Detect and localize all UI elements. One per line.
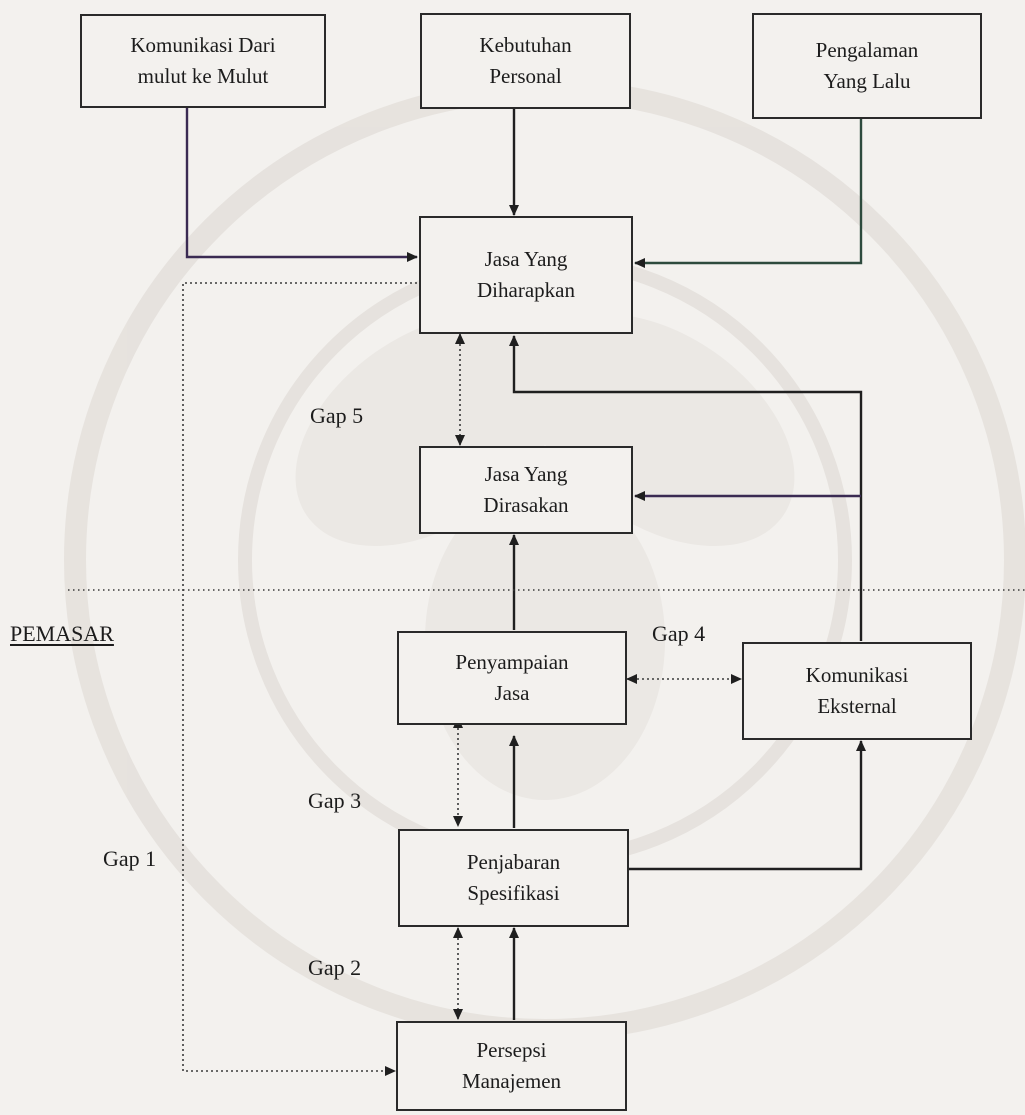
box-kebutuhan-personal-line1: Kebutuhan [479, 33, 572, 57]
box-komunikasi-eksternal: Komunikasi Eksternal [742, 642, 972, 740]
box-jasa-yang-diharapkan-line1: Jasa Yang [484, 247, 568, 271]
box-penyampaian-jasa-line1: Penyampaian [455, 650, 569, 674]
edge-pengalaman-to-jasa-diharapkan [634, 118, 863, 268]
box-komunikasi-dari-mulut-line2: mulut ke Mulut [137, 64, 269, 88]
box-penjabaran-spesifikasi: Penjabaran Spesifikasi [398, 829, 629, 927]
box-kebutuhan-personal: Kebutuhan Personal [420, 13, 631, 109]
box-pengalaman-yang-lalu-line1: Pengalaman [815, 38, 919, 62]
box-komunikasi-eksternal-line1: Komunikasi [805, 663, 909, 687]
box-persepsi-manajemen-line1: Persepsi [476, 1038, 547, 1062]
box-pengalaman-yang-lalu-line2: Yang Lalu [823, 69, 911, 93]
gap3-label: Gap 3 [308, 788, 362, 813]
box-persepsi-manajemen: Persepsi Manajemen [396, 1021, 627, 1111]
gap1-label: Gap 1 [103, 846, 157, 871]
box-penjabaran-spesifikasi-line2: Spesifikasi [467, 881, 560, 905]
box-persepsi-manajemen-line2: Manajemen [461, 1069, 562, 1093]
box-jasa-yang-diharapkan-line2: Diharapkan [477, 278, 575, 302]
gap4-label: Gap 4 [652, 621, 706, 646]
box-penjabaran-spesifikasi-line1: Penjabaran [466, 850, 561, 874]
box-jasa-yang-dirasakan-line1: Jasa Yang [484, 462, 568, 486]
box-jasa-yang-diharapkan: Jasa Yang Diharapkan [419, 216, 633, 334]
pemasar-label: PEMASAR [10, 621, 114, 646]
edge-eksternal-to-jasa-diharapkan [509, 335, 863, 641]
box-jasa-yang-dirasakan: Jasa Yang Dirasakan [419, 446, 633, 534]
box-penyampaian-jasa-line2: Jasa [494, 681, 530, 705]
gap2-label: Gap 2 [308, 955, 362, 980]
box-kebutuhan-personal-line2: Personal [489, 64, 562, 88]
box-penyampaian-jasa: Penyampaian Jasa [397, 631, 627, 725]
gap1-connector [182, 282, 417, 1076]
gap5-label: Gap 5 [310, 403, 364, 428]
box-komunikasi-dari-mulut-line1: Komunikasi Dari [130, 33, 276, 57]
edge-penjabaran-to-eksternal [629, 740, 866, 871]
edge-komunikasi-mulut-to-jasa-diharapkan [185, 108, 418, 262]
box-komunikasi-dari-mulut: Komunikasi Dari mulut ke Mulut [80, 14, 326, 108]
box-jasa-yang-dirasakan-line2: Dirasakan [483, 493, 569, 517]
box-komunikasi-eksternal-line2: Eksternal [817, 694, 897, 718]
box-pengalaman-yang-lalu: Pengalaman Yang Lalu [752, 13, 982, 119]
